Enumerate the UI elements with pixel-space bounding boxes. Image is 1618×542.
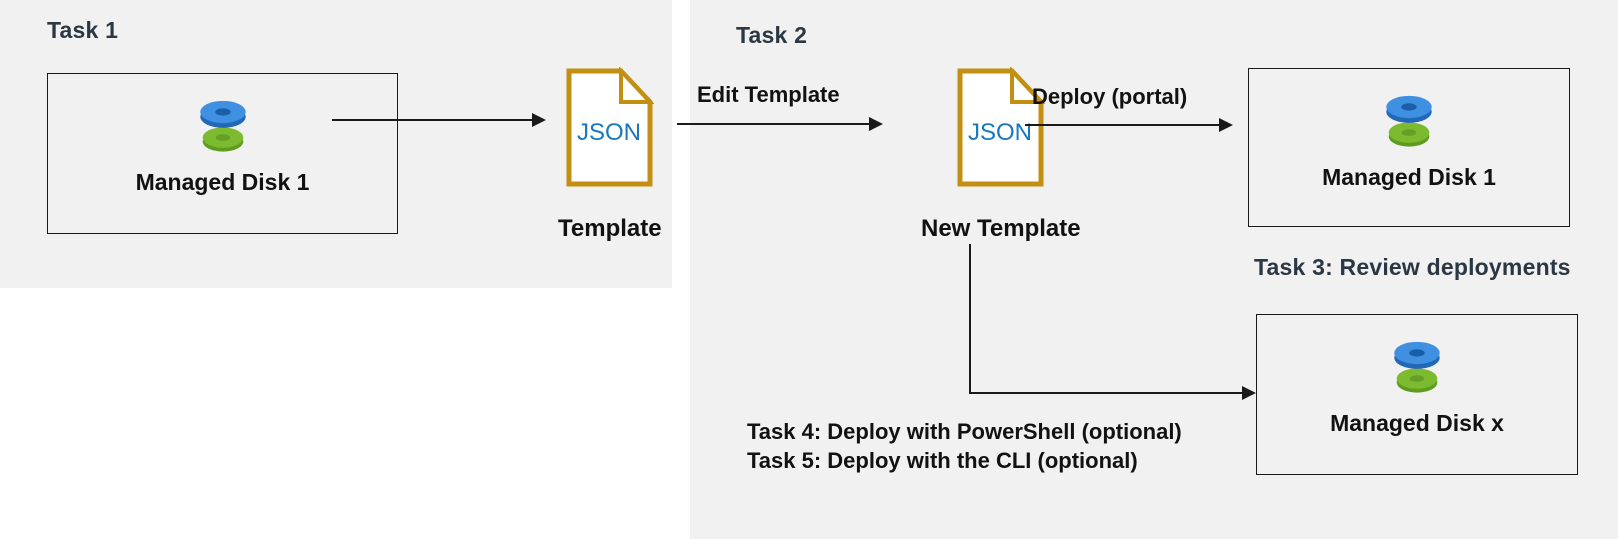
template-label: Template	[558, 215, 662, 242]
task2-panel	[690, 0, 1618, 539]
task5-label: Task 5: Deploy with the CLI (optional)	[747, 448, 1138, 473]
managed-disk-icon	[1378, 91, 1440, 154]
new-template-label: New Template	[921, 215, 1081, 242]
new-template-file-node: JSON New Template	[921, 65, 1081, 243]
alt-disk-label: Managed Disk x	[1330, 410, 1504, 436]
task2-heading: Task 2	[736, 22, 808, 48]
alt-deploy-connector-vertical	[969, 244, 971, 394]
task45-label-block: Task 4: Deploy with PowerShell (optional…	[747, 417, 1182, 475]
managed-disk-icon	[1386, 337, 1448, 400]
json-file-icon: JSON	[956, 65, 1046, 193]
json-file-text: JSON	[577, 119, 641, 146]
edit-template-arrow-line	[677, 123, 869, 125]
deploy-portal-label: Deploy (portal)	[1032, 84, 1188, 109]
managed-disk-icon	[192, 96, 254, 159]
portal-disk-label: Managed Disk 1	[1322, 164, 1496, 190]
edit-template-arrow-head-icon	[869, 117, 883, 131]
task4-label: Task 4: Deploy with PowerShell (optional…	[747, 419, 1182, 444]
task1-heading: Task 1	[47, 17, 119, 43]
source-disk-box: Managed Disk 1	[47, 73, 398, 234]
export-arrow-head-icon	[532, 113, 546, 127]
edit-template-label: Edit Template	[697, 82, 840, 107]
task3-heading: Task 3: Review deployments	[1254, 254, 1571, 280]
alt-disk-box: Managed Disk x	[1256, 314, 1578, 475]
alt-deploy-arrow-head-icon	[1242, 386, 1256, 400]
source-disk-label: Managed Disk 1	[135, 169, 310, 195]
template-file-node: JSON Template	[558, 65, 662, 243]
deploy-portal-arrow-line	[1025, 124, 1219, 126]
task1-panel	[0, 0, 672, 288]
json-file-text: JSON	[968, 119, 1032, 146]
json-file-icon: JSON	[565, 65, 655, 193]
export-arrow-line	[332, 119, 532, 121]
deploy-portal-arrow-head-icon	[1219, 118, 1233, 132]
alt-deploy-connector-horizontal	[969, 392, 1242, 394]
portal-disk-box: Managed Disk 1	[1248, 68, 1570, 227]
